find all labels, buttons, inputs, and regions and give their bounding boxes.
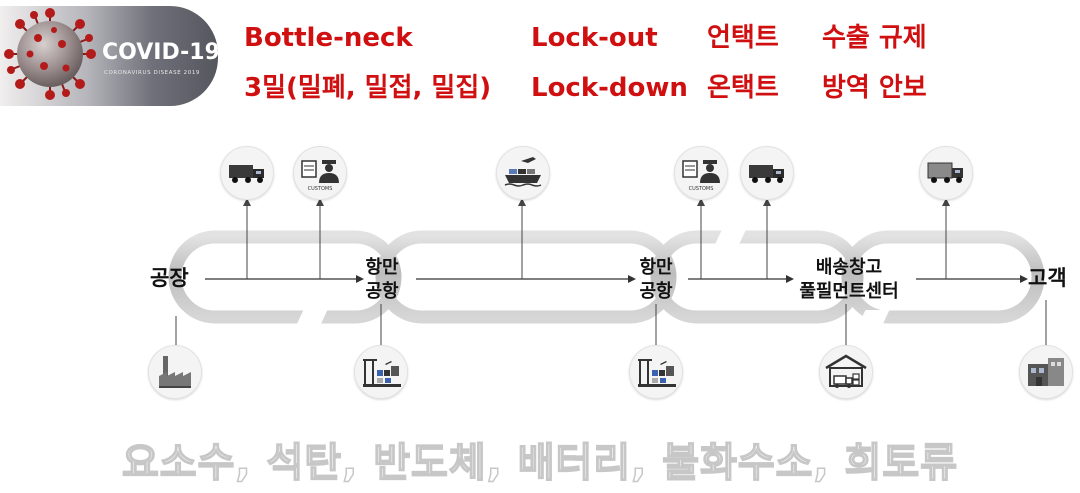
node-port-airport-1: 항만 공항	[358, 256, 406, 304]
chain-link-2	[382, 237, 670, 317]
port-terminal-icon	[354, 345, 408, 399]
node-warehouse-label: 배송창고	[781, 256, 917, 280]
node-airport-label: 공항	[632, 280, 680, 304]
node-customer-label: 고객	[1028, 266, 1067, 290]
ship-plane-icon	[496, 146, 550, 200]
node-airport-label: 공항	[358, 280, 406, 304]
node-factory: 공장	[150, 266, 189, 290]
store-building-icon	[1019, 345, 1073, 399]
node-factory-label: 공장	[150, 266, 189, 290]
customs-label: CUSTOMS	[689, 186, 714, 192]
node-fulfillment-label: 풀필먼트센터	[781, 280, 917, 304]
critical-materials-text: 요소수, 석탄, 반도체, 배터리, 불화수소, 희토류	[0, 430, 1080, 488]
node-port-airport-2: 항만 공항	[632, 256, 680, 304]
node-port-label: 항만	[632, 256, 680, 280]
truck-icon	[220, 146, 274, 200]
node-port-label: 항만	[358, 256, 406, 280]
factory-icon	[148, 345, 202, 399]
warehouse-delivery-icon	[819, 345, 873, 399]
truck-icon	[740, 146, 794, 200]
customs-officer-icon: CUSTOMS	[674, 146, 728, 200]
node-fulfillment-center: 배송창고 풀필먼트센터	[781, 256, 917, 304]
port-terminal-icon	[629, 345, 683, 399]
node-customer: 고객	[1028, 266, 1067, 290]
customs-label: CUSTOMS	[308, 186, 333, 192]
customs-officer-icon: CUSTOMS	[293, 146, 347, 200]
truck-icon	[919, 146, 973, 200]
